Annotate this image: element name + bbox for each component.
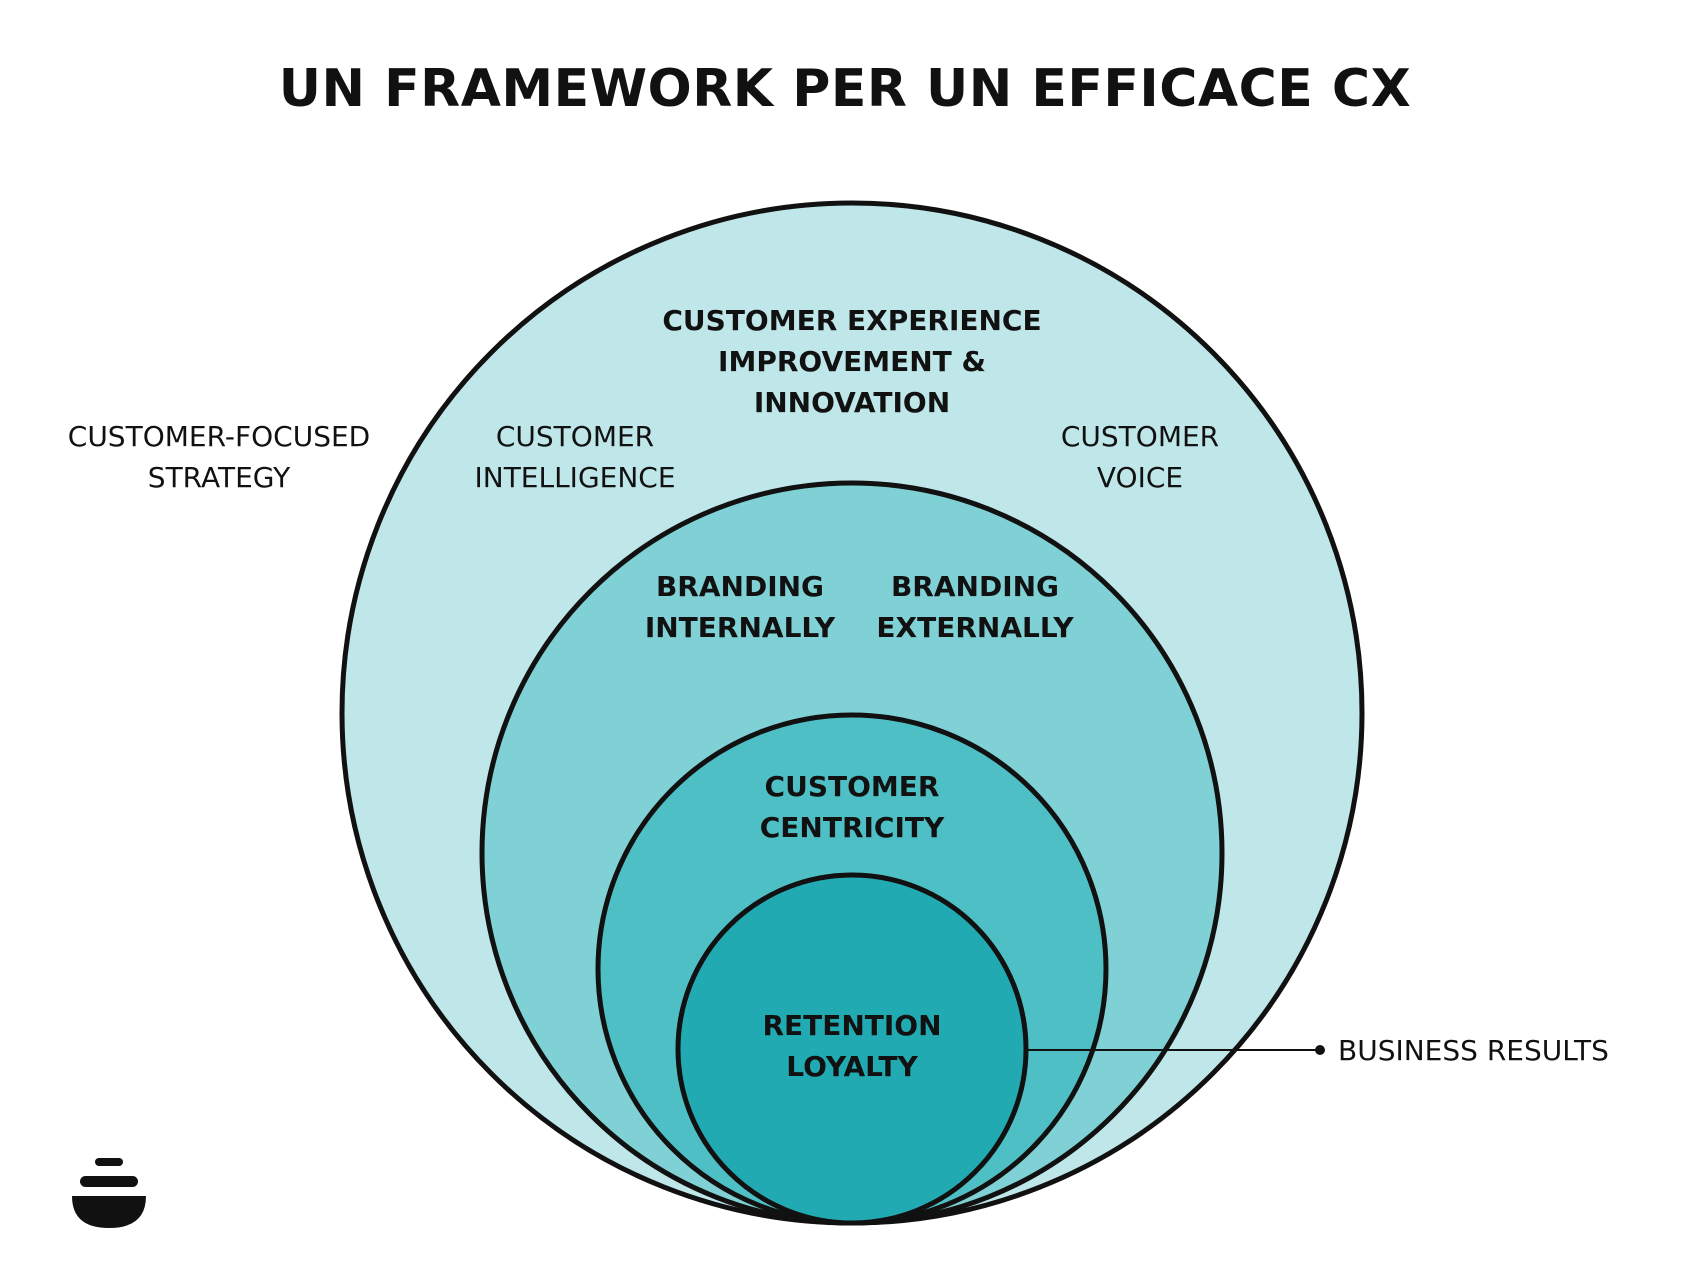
label-customer-voice: CUSTOMER VOICE	[1020, 416, 1260, 498]
label-line: CUSTOMER EXPERIENCE	[662, 304, 1042, 337]
logo-stone-middle	[80, 1176, 138, 1187]
diagram-title: UN FRAMEWORK PER UN EFFICACE CX	[278, 59, 1412, 119]
label-line: INNOVATION	[753, 386, 951, 419]
label-line: CUSTOMER	[1060, 420, 1220, 453]
label-line: BRANDING	[655, 570, 825, 603]
label-business-results: BUSINESS RESULTS	[1338, 1034, 1609, 1067]
label-line: STRATEGY	[147, 461, 291, 494]
label-branding-internally: BRANDING INTERNALLY	[630, 566, 850, 648]
label-line: VOICE	[1096, 461, 1184, 494]
logo-stone-bottom	[72, 1196, 146, 1228]
label-branding-externally: BRANDING EXTERNALLY	[865, 566, 1085, 648]
label-line: CENTRICITY	[759, 811, 945, 844]
label-customer-focused-strategy: CUSTOMER-FOCUSED STRATEGY	[54, 416, 384, 498]
label-customer-intelligence: CUSTOMER INTELLIGENCE	[440, 416, 710, 498]
label-line: CUSTOMER-FOCUSED	[67, 420, 371, 453]
label-line: INTERNALLY	[644, 611, 836, 644]
label-line: LOYALTY	[786, 1050, 918, 1083]
label-line: BRANDING	[890, 570, 1060, 603]
business-results-leader-dot	[1315, 1045, 1325, 1055]
label-line: EXTERNALLY	[876, 611, 1074, 644]
logo-stone-top	[95, 1158, 123, 1166]
label-cx-improvement-innovation: CUSTOMER EXPERIENCE IMPROVEMENT & INNOVA…	[652, 300, 1052, 423]
label-line: IMPROVEMENT &	[718, 345, 986, 378]
label-line: INTELLIGENCE	[474, 461, 676, 494]
label-customer-centricity: CUSTOMER CENTRICITY	[732, 766, 972, 848]
label-line: CUSTOMER	[764, 770, 940, 803]
label-line: RETENTION	[762, 1009, 942, 1042]
label-line: CUSTOMER	[495, 420, 655, 453]
label-retention-loyalty: RETENTION LOYALTY	[742, 1005, 962, 1087]
stacked-stones-icon	[72, 1158, 146, 1228]
